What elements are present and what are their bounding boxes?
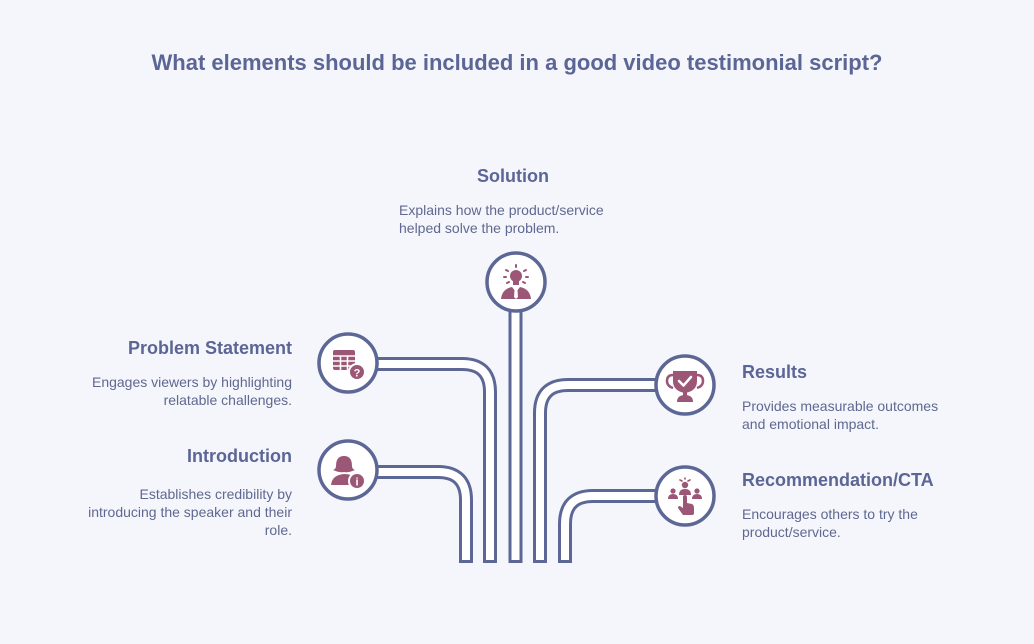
node-label-recommendation: Recommendation/CTA (742, 470, 934, 490)
node-label-introduction: Introduction (187, 446, 292, 466)
node-label-problem: Problem Statement (127, 338, 292, 358)
node-desc-solution: Explains how the product/service helped … (399, 201, 639, 237)
desc-line: role. (264, 522, 292, 538)
pipe-introduction (376, 465, 473, 563)
node-desc-problem: Engages viewers by highlighting relatabl… (32, 373, 292, 409)
node-desc-introduction: Establishes credibility by introducing t… (32, 485, 292, 539)
desc-line: Provides measurable outcomes (742, 398, 939, 414)
desc-line: Explains how the product/service (399, 202, 604, 218)
desc-line: Encourages others to try the (742, 506, 918, 522)
desc-line: relatable challenges. (163, 392, 292, 408)
desc-line: introducing the speaker and their (88, 504, 292, 520)
table-question-icon: ? (333, 350, 366, 381)
people-pointing-icon (668, 477, 702, 515)
desc-line: Establishes credibility by (139, 486, 292, 502)
person-info-icon: i (331, 456, 366, 490)
node-label-results: Results (742, 362, 808, 382)
desc-line: Engages viewers by highlighting (91, 374, 292, 390)
svg-text:i: i (355, 477, 358, 489)
pipe-results (533, 378, 656, 563)
trophy-check-icon (665, 371, 705, 402)
desc-line: helped solve the problem. (399, 220, 560, 236)
node-desc-recommendation: Encourages others to try the product/ser… (742, 505, 1002, 541)
desc-line: and emotional impact. (742, 416, 879, 432)
page-title: What elements should be included in a go… (151, 50, 883, 75)
pipe-recommendation (558, 489, 656, 563)
node-label-solution: Solution (477, 166, 549, 186)
svg-text:?: ? (354, 368, 361, 380)
desc-line: product/service. (742, 524, 841, 540)
node-desc-results: Provides measurable outcomes and emotion… (742, 397, 1002, 433)
lightbulb-person-icon (501, 264, 531, 299)
